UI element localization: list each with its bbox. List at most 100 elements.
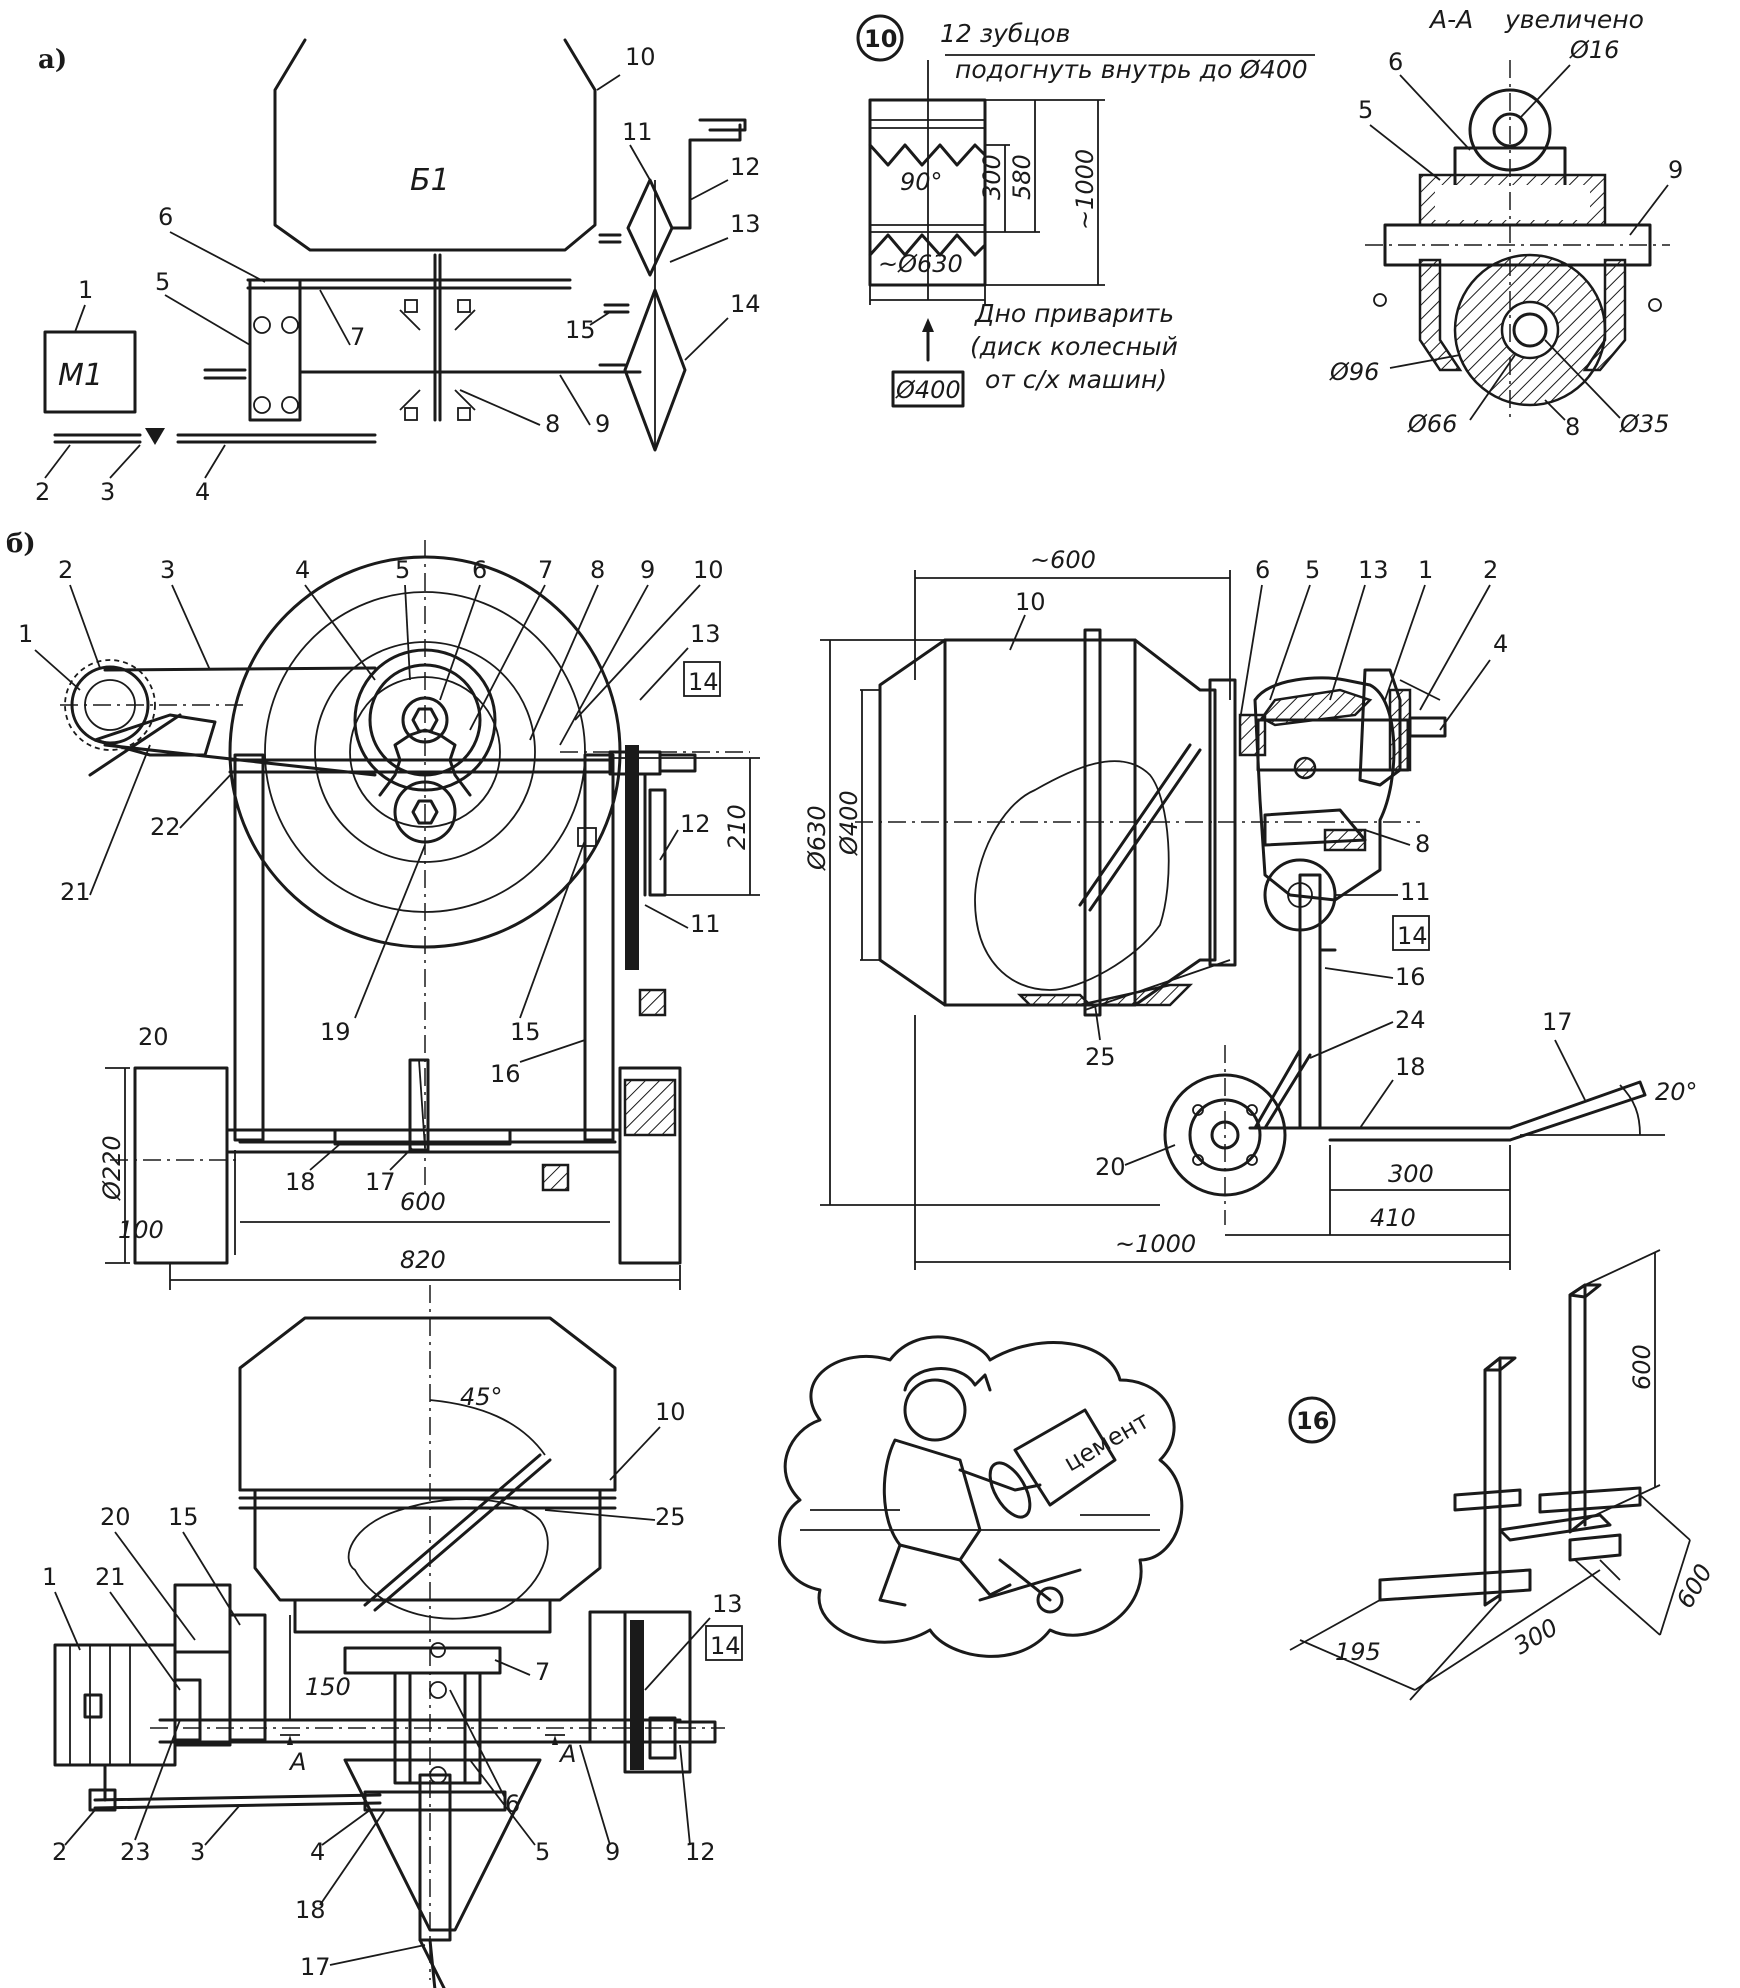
- svg-text:20: 20: [100, 1503, 131, 1531]
- kinematic-scheme: а) Б1 M1: [35, 38, 761, 506]
- svg-text:19: 19: [320, 1018, 351, 1046]
- svg-text:10: 10: [864, 25, 897, 53]
- top-wheel-right: [623, 1610, 692, 1774]
- section-b-label: б): [6, 529, 36, 559]
- svg-text:18: 18: [1395, 1053, 1426, 1081]
- svg-text:23: 23: [120, 1838, 151, 1866]
- svg-text:24: 24: [1395, 1006, 1426, 1034]
- side-drum: [878, 638, 1217, 1007]
- svg-text:1: 1: [78, 276, 93, 304]
- svg-text:7: 7: [538, 556, 553, 584]
- svg-text:7: 7: [350, 323, 365, 351]
- svg-text:6: 6: [1388, 48, 1403, 76]
- svg-text:А: А: [288, 1748, 306, 1776]
- svg-text:410: 410: [1370, 1204, 1416, 1232]
- svg-text:600: 600: [1628, 1344, 1656, 1390]
- side-callouts: 10 6 5 13 1 2 4 8 11 14 16 24 18 17 20 2…: [1009, 556, 1586, 1181]
- svg-text:25: 25: [655, 1503, 686, 1531]
- side-leg: [1298, 873, 1322, 1130]
- section-a-label: а): [38, 45, 67, 75]
- svg-text:14: 14: [688, 668, 719, 696]
- scheme-drum-label: Б1: [410, 163, 450, 198]
- detail-16-frame: 16 600 600 195 300: [1288, 1249, 1718, 1701]
- top-callouts: 10 25 20 15 1 21 13 14 7 2 23 3 4 18 17 …: [42, 1398, 743, 1981]
- svg-text:15: 15: [565, 316, 596, 344]
- svg-text:600: 600: [1671, 1559, 1718, 1613]
- svg-text:4: 4: [195, 478, 210, 506]
- svg-text:Ø66: Ø66: [1407, 410, 1457, 438]
- svg-text:11: 11: [690, 910, 721, 938]
- svg-text:11: 11: [622, 118, 653, 146]
- svg-text:7: 7: [535, 1658, 550, 1686]
- svg-text:9: 9: [1668, 156, 1683, 184]
- svg-text:5: 5: [1358, 96, 1373, 124]
- svg-text:5: 5: [1305, 556, 1320, 584]
- svg-text:20: 20: [1095, 1153, 1126, 1181]
- svg-text:3: 3: [190, 1838, 205, 1866]
- scheme-drum: [273, 38, 597, 252]
- svg-text:15: 15: [168, 1503, 199, 1531]
- svg-text:1: 1: [18, 620, 33, 648]
- svg-text:1: 1: [42, 1563, 57, 1591]
- detail-16-badge: [1288, 1396, 1336, 1444]
- front-wheel-left: [133, 1066, 229, 1265]
- svg-text:820: 820: [400, 1246, 446, 1274]
- top-view: 45° 150: [42, 1285, 743, 1988]
- svg-text:3: 3: [100, 478, 115, 506]
- svg-text:16: 16: [490, 1060, 521, 1088]
- svg-text:Ø96: Ø96: [1329, 358, 1379, 386]
- svg-text:8: 8: [1565, 413, 1580, 441]
- svg-text:10: 10: [625, 43, 656, 71]
- svg-text:21: 21: [95, 1563, 126, 1591]
- svg-text:Ø16: Ø16: [1569, 36, 1619, 64]
- top-motor: [53, 1643, 177, 1767]
- svg-text:10: 10: [1015, 588, 1046, 616]
- svg-text:300: 300: [1388, 1160, 1434, 1188]
- front-wheel-right: [618, 1066, 682, 1265]
- svg-text:А-А: А-А: [1428, 5, 1473, 34]
- svg-text:300: 300: [978, 154, 1006, 200]
- svg-text:90°: 90°: [900, 168, 943, 196]
- section-a-a: А-А увеличено 6 5 9 8 Ø16 Ø96 Ø66 Ø35: [1329, 5, 1683, 441]
- svg-text:8: 8: [545, 410, 560, 438]
- svg-text:17: 17: [365, 1168, 396, 1196]
- svg-text:17: 17: [1542, 1008, 1573, 1036]
- svg-text:6: 6: [472, 556, 487, 584]
- svg-text:4: 4: [295, 556, 310, 584]
- svg-text:~1000: ~1000: [1115, 1230, 1196, 1258]
- svg-text:~Ø630: ~Ø630: [878, 250, 963, 278]
- svg-text:10: 10: [655, 1398, 686, 1426]
- svg-text:18: 18: [295, 1896, 326, 1924]
- front-callouts: 1 2 3 4 5 6 7 8 9 10 13 14 12 11 21 22 1…: [18, 556, 724, 1196]
- svg-text:12: 12: [730, 153, 761, 181]
- svg-text:9: 9: [605, 1838, 620, 1866]
- svg-text:15: 15: [510, 1018, 541, 1046]
- svg-text:11: 11: [1400, 878, 1431, 906]
- svg-text:8: 8: [590, 556, 605, 584]
- svg-text:(диск колесный: (диск колесный: [970, 332, 1178, 361]
- svg-text:20: 20: [138, 1023, 169, 1051]
- svg-text:4: 4: [1493, 630, 1508, 658]
- svg-text:18: 18: [285, 1168, 316, 1196]
- svg-text:Ø220: Ø220: [98, 1135, 126, 1201]
- svg-text:2: 2: [35, 478, 50, 506]
- svg-text:от с/х машин): от с/х машин): [985, 365, 1167, 394]
- svg-text:8: 8: [1415, 830, 1430, 858]
- svg-text:22: 22: [150, 813, 181, 841]
- svg-text:10: 10: [693, 556, 724, 584]
- svg-text:195: 195: [1335, 1638, 1381, 1666]
- svg-text:Дно приварить: Дно приварить: [974, 299, 1174, 328]
- svg-text:Ø400: Ø400: [835, 790, 863, 856]
- svg-text:16: 16: [1395, 963, 1426, 991]
- svg-text:2: 2: [1483, 556, 1498, 584]
- svg-text:13: 13: [712, 1590, 743, 1618]
- svg-text:6: 6: [1255, 556, 1270, 584]
- svg-text:600: 600: [400, 1188, 446, 1216]
- front-frame-left: [233, 753, 265, 1142]
- svg-text:13: 13: [730, 210, 761, 238]
- detail-10-badge: [856, 14, 904, 62]
- scheme-motor: [43, 330, 137, 414]
- svg-text:150: 150: [305, 1673, 351, 1701]
- svg-text:3: 3: [160, 556, 175, 584]
- svg-text:300: 300: [1509, 1613, 1563, 1660]
